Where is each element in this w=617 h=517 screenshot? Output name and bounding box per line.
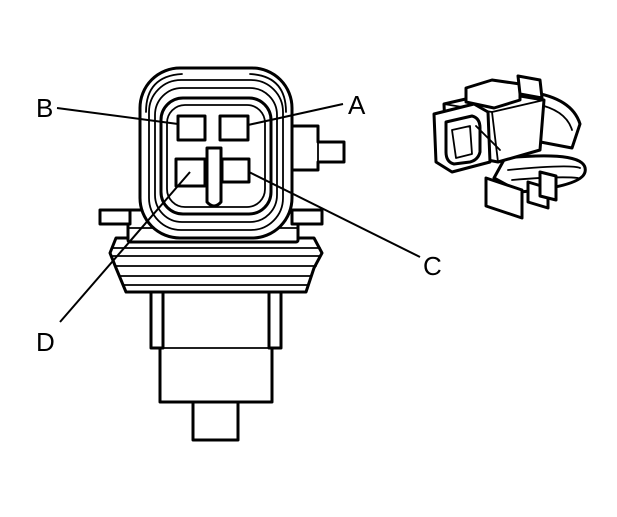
connector-front-view [98,66,346,442]
terminal-a [218,114,250,142]
leader-line-d [59,171,191,323]
polarizing-key [205,146,223,208]
connector-isometric-view [432,74,587,220]
terminal-b [176,114,207,142]
latch-arm [288,124,346,172]
connector-skirt [108,236,324,294]
leader-line-c [248,171,421,258]
iso-top-rib [516,74,544,100]
connector-lower-body [158,278,274,404]
left-leg [149,286,165,350]
label-d: D [36,327,55,357]
right-tab [290,208,324,226]
label-a: A [348,90,366,120]
leader-line-b [56,107,179,125]
label-b: B [36,93,53,123]
iso-leg-front [484,176,524,220]
iso-leg-rear [538,170,558,202]
iso-top-latch [464,78,522,110]
right-leg [267,286,283,350]
terminal-c [220,157,251,184]
label-c: C [423,251,442,281]
shroud-inner-wall [148,79,284,231]
left-tab [98,208,132,226]
leader-line-a [247,103,344,126]
